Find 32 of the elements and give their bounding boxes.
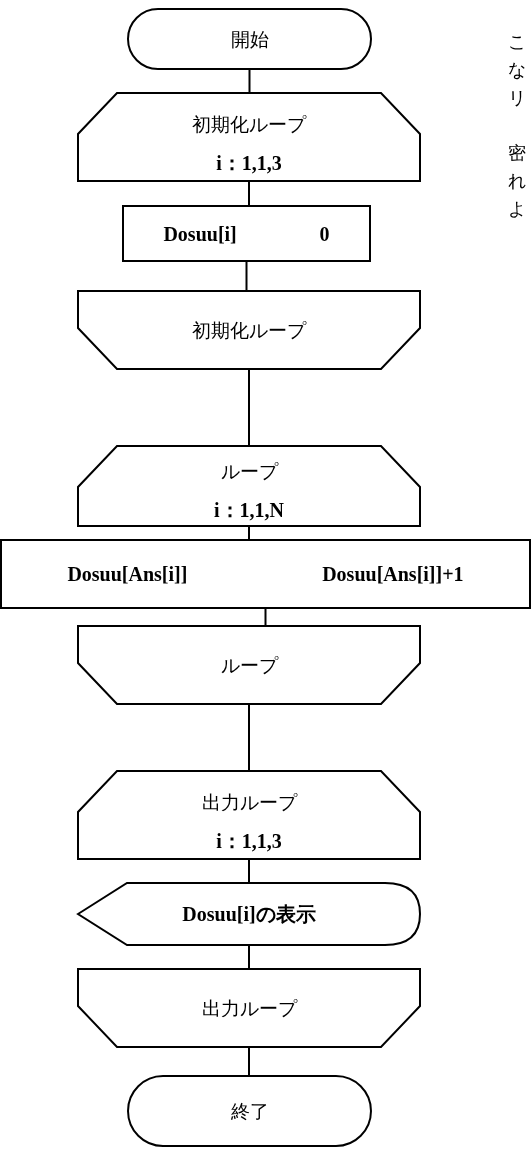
connector-line [248, 181, 250, 206]
node-text: Dosuu[Ans[i]]+1 [322, 563, 464, 585]
node-text: 出力ループ [201, 791, 297, 813]
connector-line [248, 704, 250, 771]
connector-line [264, 608, 267, 626]
cut-off-text: れ [508, 172, 526, 190]
node-text: 初期化ループ [192, 319, 306, 341]
cut-off-text: な [508, 61, 526, 79]
connector-line [248, 945, 250, 969]
connector-line [245, 261, 248, 291]
connector-line [248, 1047, 250, 1076]
node-text: 開始 [230, 28, 269, 50]
node-text: i：1,1,3 [216, 152, 282, 175]
node-text: Dosuu[i]の表示 [182, 903, 316, 925]
node-text: i：1,1,3 [216, 830, 282, 853]
connector-line [248, 369, 250, 446]
node-text: Dosuu[i] [163, 222, 237, 245]
cut-off-text: よ [508, 200, 526, 218]
node-text: 終了 [230, 1100, 269, 1122]
node-text: 0 [319, 222, 330, 245]
cut-off-text: 密 [508, 144, 526, 162]
connector-line [248, 69, 251, 93]
node-text: ループ [220, 460, 278, 482]
node-text: 出力ループ [201, 997, 297, 1019]
node-text: i：1,1,N [214, 499, 284, 522]
node-text: ループ [220, 654, 278, 676]
connector-line [248, 526, 250, 540]
cut-off-text: こ [508, 33, 526, 51]
cut-off-text: リ [508, 89, 526, 107]
node-text: Dosuu[Ans[i]] [67, 563, 188, 585]
connector-line [248, 859, 250, 883]
node-text: 初期化ループ [192, 113, 306, 135]
